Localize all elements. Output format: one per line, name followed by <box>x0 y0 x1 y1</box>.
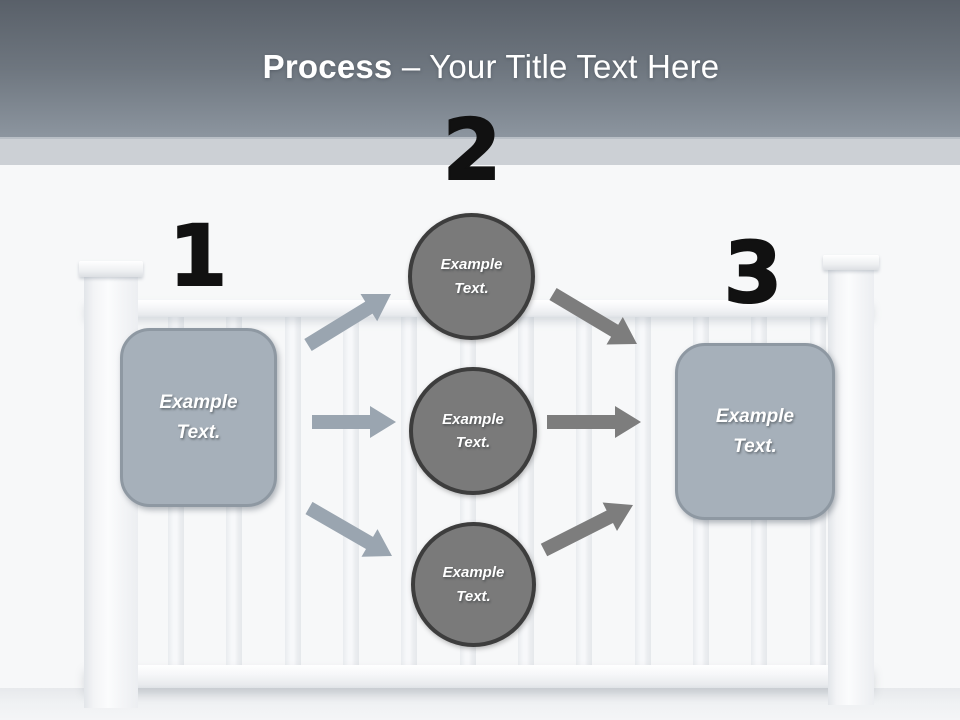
fence-rail-bottom <box>85 665 873 688</box>
process-circle-3: Example Text. <box>411 522 536 647</box>
process-circle-1-label: Example Text. <box>440 256 503 297</box>
step-number-1: 1 <box>168 207 228 305</box>
process-box-3-label: Example Text. <box>715 406 795 457</box>
header-accent-band <box>0 137 960 165</box>
arrow-right-middle <box>547 406 641 438</box>
process-box-1: Example Text. <box>120 328 277 507</box>
fence-baluster <box>285 315 301 667</box>
title-emphasis: Process <box>262 48 393 85</box>
title-rest: – Your Title Text Here <box>401 48 720 85</box>
fence-baluster <box>576 315 592 667</box>
step-number-3: 3 <box>723 224 783 322</box>
process-circle-2: Example Text. <box>409 367 537 495</box>
process-box-1-label: Example Text. <box>159 392 238 443</box>
fence-post-right <box>828 269 874 705</box>
process-circle-3-label: Example Text. <box>442 564 505 605</box>
floor-shadow <box>0 688 960 720</box>
fence-baluster <box>343 315 359 667</box>
process-box-3: Example Text. <box>675 343 835 520</box>
step-number-2: 2 <box>442 101 502 199</box>
fence-post-cap-left <box>79 261 143 277</box>
process-circle-1: Example Text. <box>408 213 535 340</box>
fence-baluster <box>635 315 651 667</box>
process-circle-2-label: Example Text. <box>442 410 504 451</box>
fence-baluster <box>401 315 417 667</box>
slide-title: Process – Your Title Text Here <box>11 48 960 86</box>
slide-header: Process – Your Title Text Here <box>0 0 960 137</box>
fence-post-cap-right <box>823 255 879 270</box>
